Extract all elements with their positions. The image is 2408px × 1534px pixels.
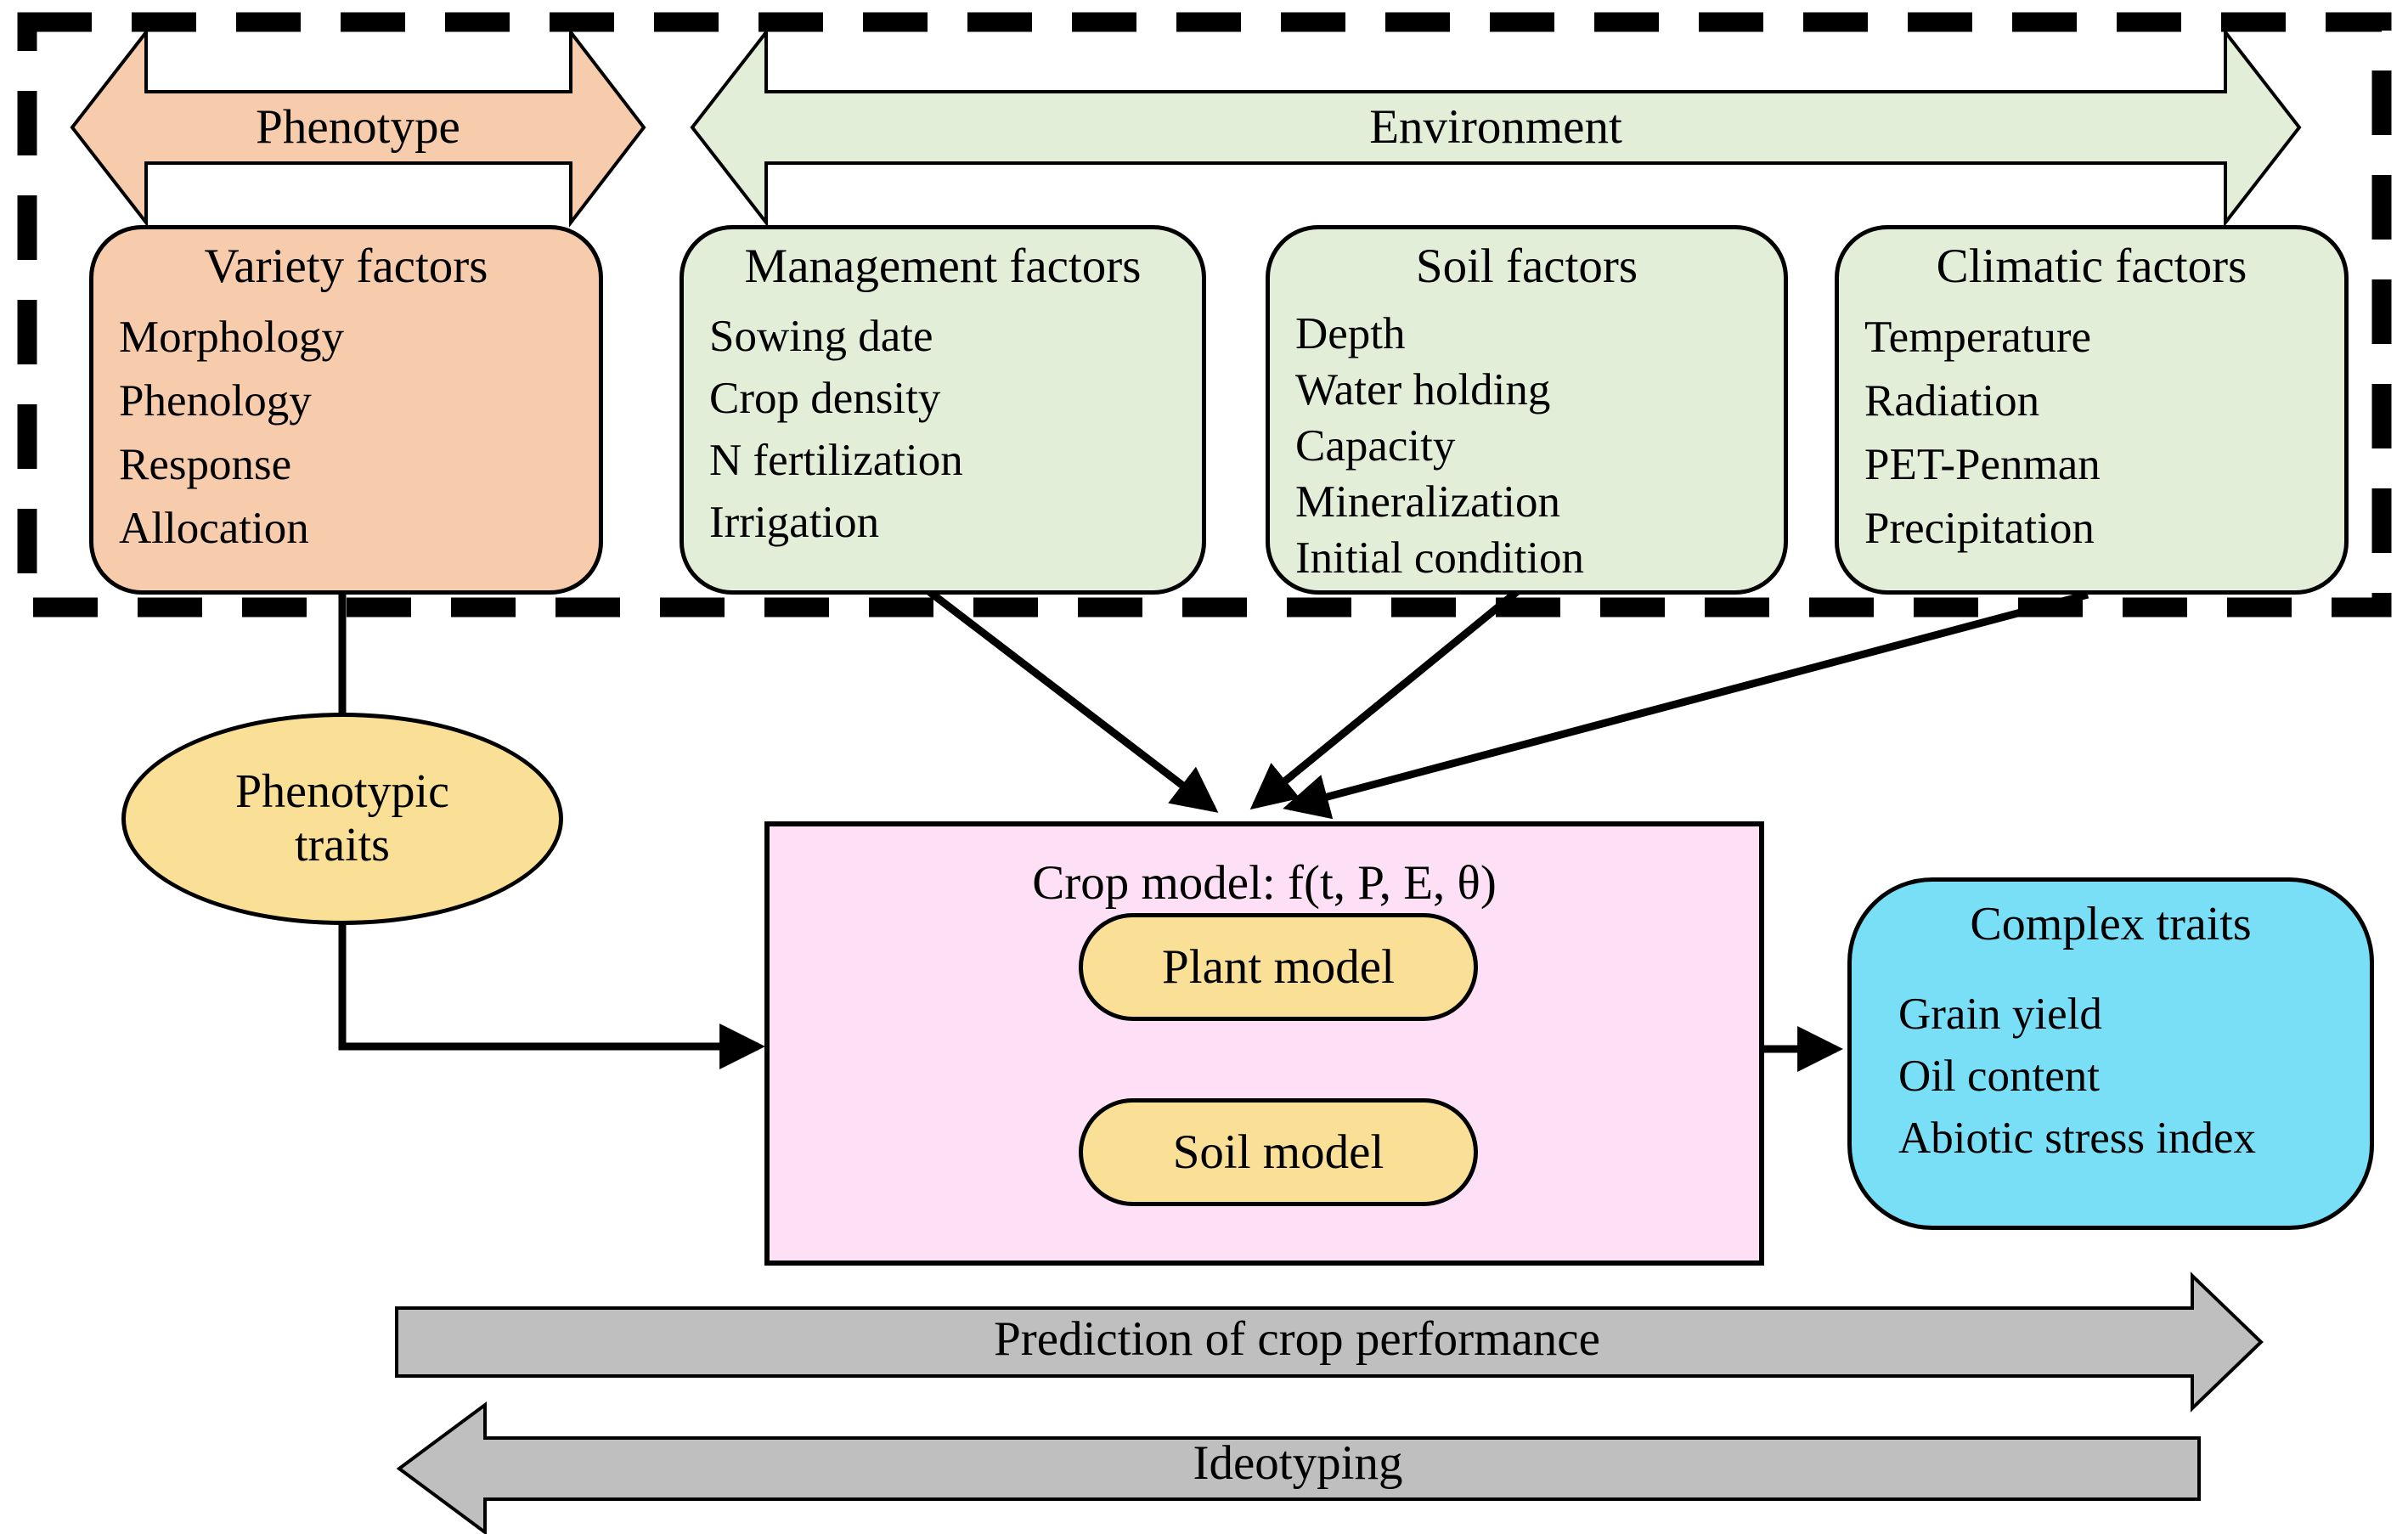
climatic-factors-title: Climatic factors: [1936, 240, 2247, 293]
plant-model-label: Plant model: [1162, 940, 1395, 994]
complex-trait-item: Abiotic stress index: [1898, 1114, 2256, 1163]
soil-factors-box: Soil factors Depth Water holding Capacit…: [1266, 225, 1788, 595]
environment-double-arrow: [690, 27, 2302, 228]
complex-traits-box: Complex traits Grain yield Oil content A…: [1847, 877, 2374, 1230]
crop-model-title: Crop model: f(t, P, E, θ): [1032, 856, 1497, 910]
ideotyping-arrow-label: Ideotyping: [1193, 1436, 1403, 1490]
phenotypic-traits-label: Phenotypic traits: [235, 765, 449, 871]
complex-traits-title: Complex traits: [1970, 898, 2252, 950]
soil-item: Mineralization: [1295, 477, 1560, 527]
complex-trait-item: Oil content: [1898, 1052, 2100, 1101]
soil-model-box: Soil model: [1079, 1098, 1478, 1206]
soil-item: Capacity: [1295, 421, 1456, 471]
variety-factors-box: Variety factors Morphology Phenology Res…: [89, 225, 603, 595]
soil-to-cropmodel-arrow: [1249, 587, 1521, 810]
complex-traits-list: Grain yield Oil content Abiotic stress i…: [1852, 984, 2370, 1170]
climatic-to-cropmodel-arrow: [1283, 590, 2089, 820]
variety-factors-list: Morphology Phenology Response Allocation: [93, 306, 599, 561]
phenotype-arrow-label: Phenotype: [256, 100, 460, 154]
climatic-item: Radiation: [1864, 376, 2040, 426]
dashed-frame: [17, 12, 2392, 618]
management-item: Irrigation: [709, 498, 880, 547]
soil-item: Depth: [1295, 309, 1406, 358]
variety-item: Morphology: [119, 313, 344, 362]
management-item: Crop density: [709, 374, 941, 423]
ideotyping-arrow: [396, 1401, 2201, 1534]
management-factors-box: Management factors Sowing date Crop dens…: [680, 225, 1206, 595]
soil-factors-title: Soil factors: [1415, 240, 1638, 293]
management-item: N fertilization: [709, 436, 963, 485]
climatic-factors-box: Climatic factors Temperature Radiation P…: [1835, 225, 2349, 595]
phenotype-double-arrow: [70, 27, 646, 228]
variety-item: Phenology: [119, 376, 312, 426]
management-item: Sowing date: [709, 312, 933, 361]
climatic-item: Temperature: [1864, 313, 2092, 362]
soil-factors-list: Depth Water holding Capacity Mineralizat…: [1270, 306, 1784, 586]
climatic-item: Precipitation: [1864, 504, 2095, 553]
management-to-cropmodel-arrow: [925, 587, 1219, 813]
soil-item: Initial condition: [1295, 533, 1585, 583]
management-factors-title: Management factors: [744, 240, 1142, 293]
soil-model-label: Soil model: [1172, 1125, 1384, 1179]
variety-factors-title: Variety factors: [204, 240, 488, 293]
climatic-item: PET-Penman: [1864, 440, 2101, 489]
phenotypic-traits-ellipse: Phenotypic traits: [121, 713, 563, 925]
soil-item: Water holding: [1295, 365, 1551, 415]
variety-item: Response: [119, 440, 292, 489]
variety-item: Allocation: [119, 504, 309, 553]
plant-model-box: Plant model: [1079, 913, 1478, 1021]
complex-trait-item: Grain yield: [1898, 990, 2102, 1039]
prediction-arrow: [395, 1272, 2264, 1413]
climatic-factors-list: Temperature Radiation PET-Penman Precipi…: [1839, 306, 2344, 561]
environment-arrow-label: Environment: [1369, 100, 1622, 154]
prediction-arrow-label: Prediction of crop performance: [994, 1312, 1600, 1366]
management-factors-list: Sowing date Crop density N fertilization…: [684, 306, 1202, 554]
